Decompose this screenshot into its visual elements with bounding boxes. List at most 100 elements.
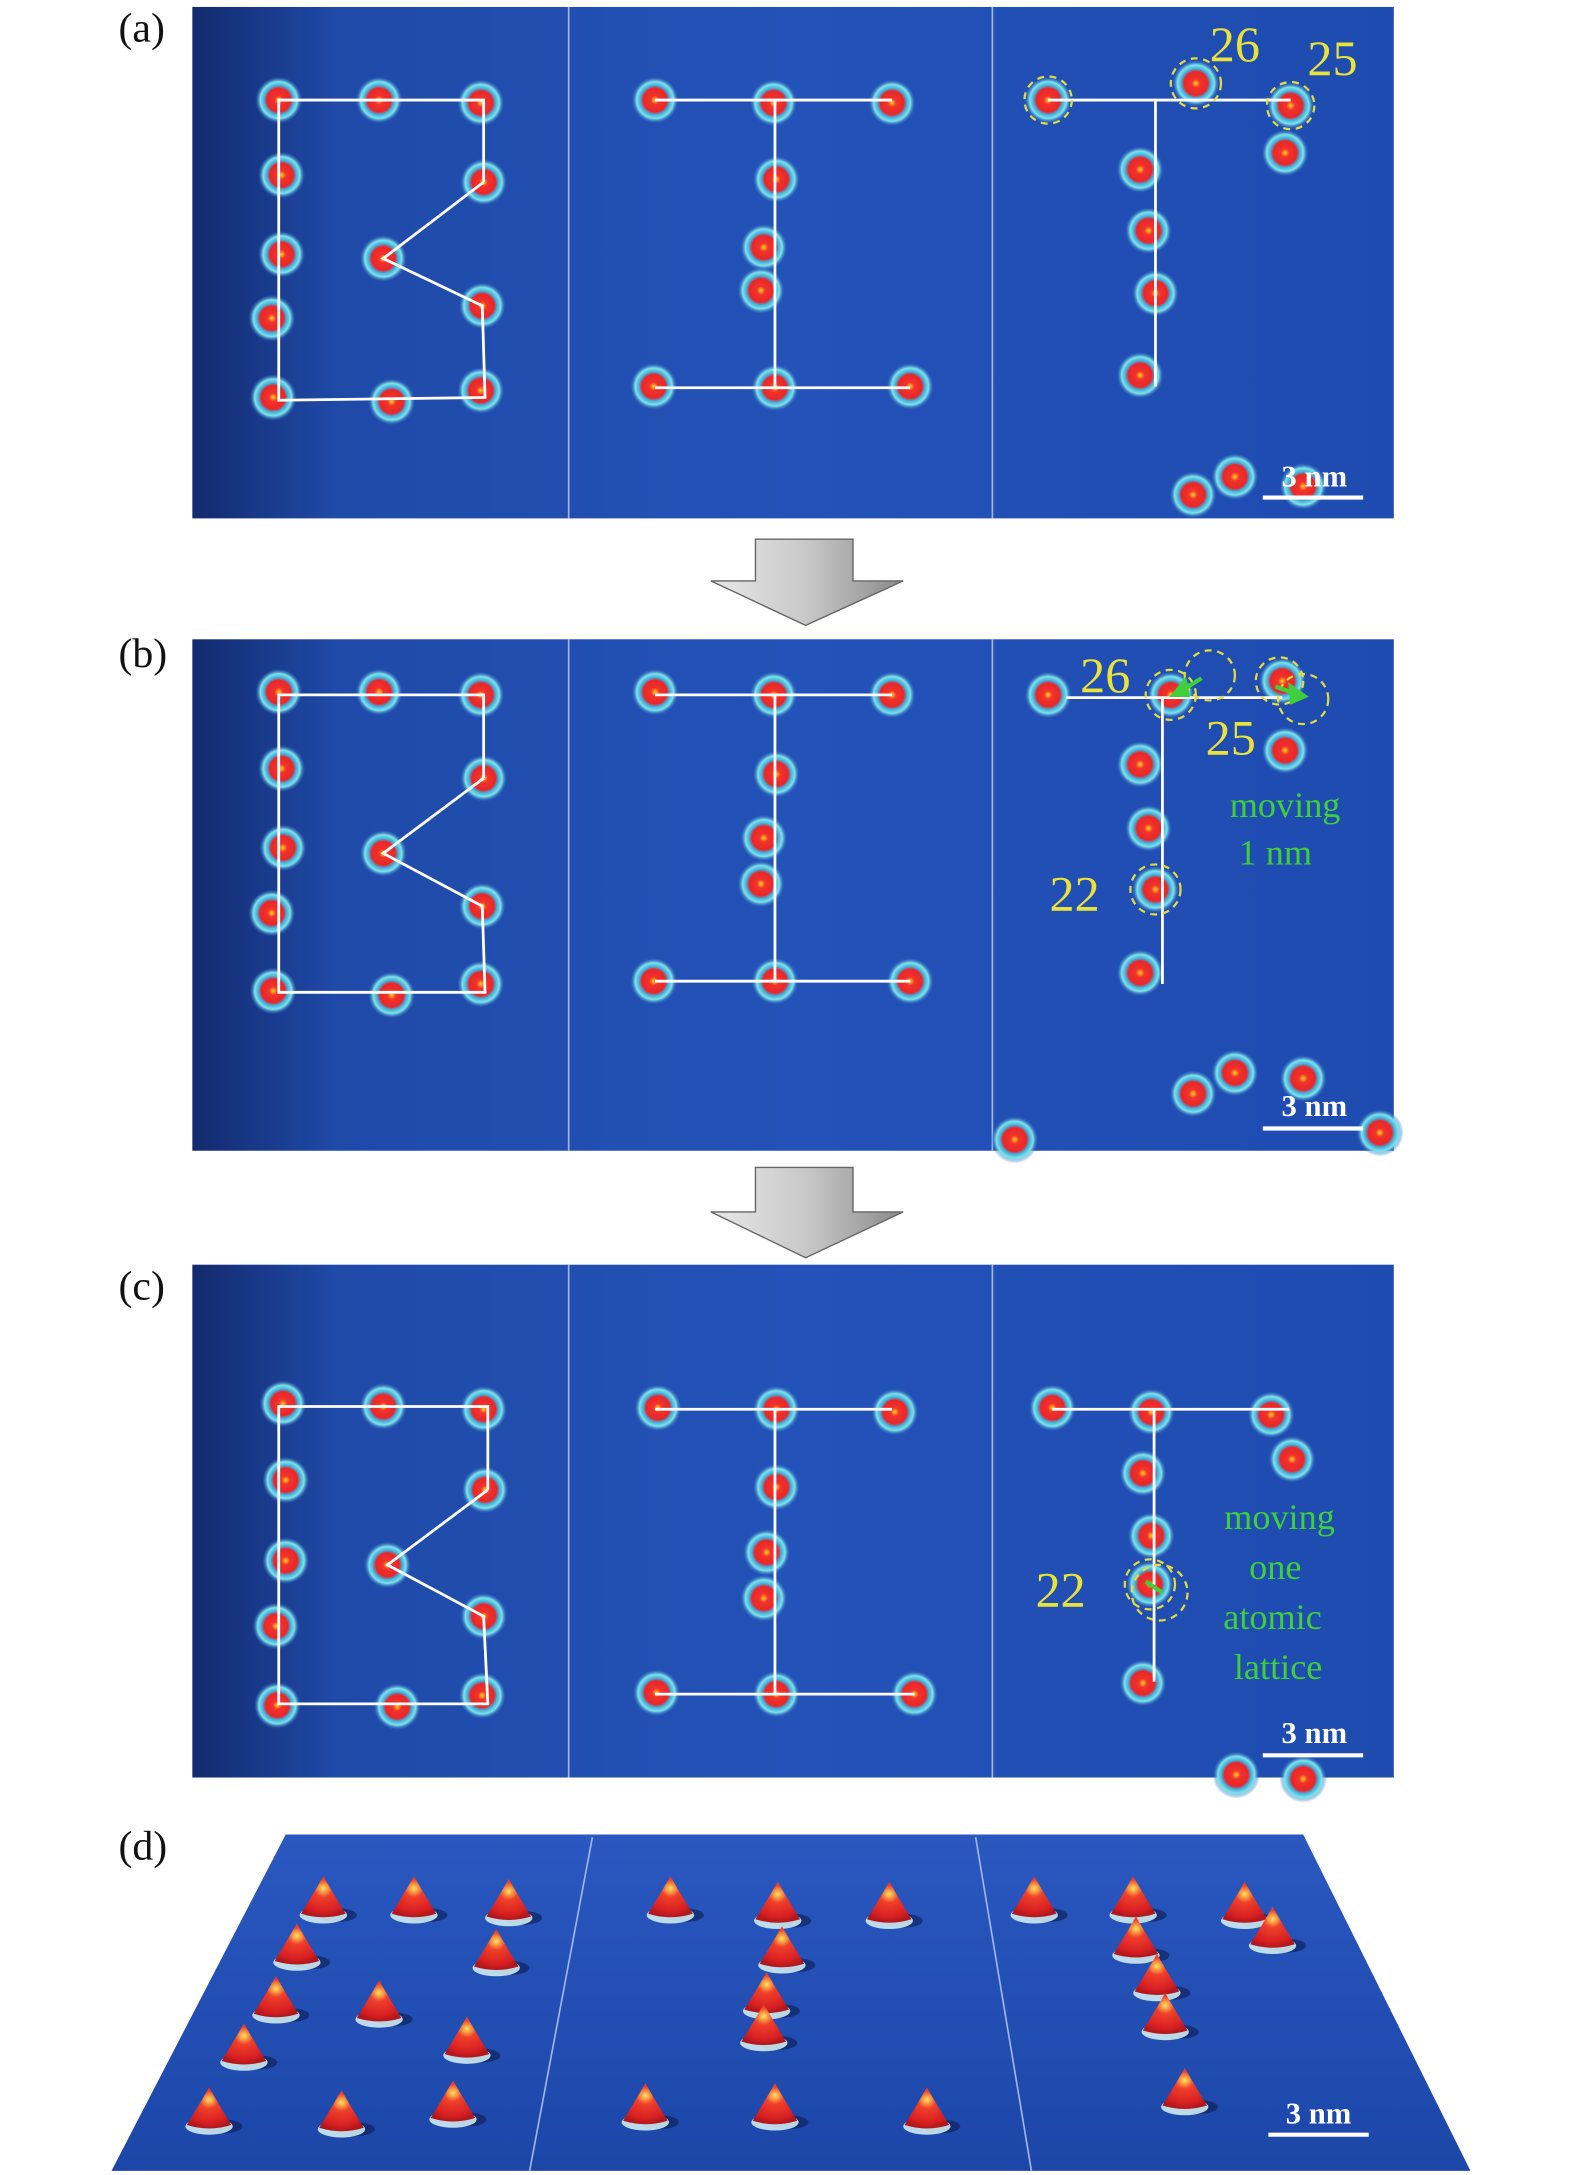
- atom: [1127, 1388, 1175, 1436]
- down-arrow-icon: [710, 538, 904, 627]
- atom-3d: [742, 1972, 801, 2020]
- atoms-layer: [185, 59, 1404, 2138]
- move-arrow-icons: [1144, 676, 1309, 1595]
- atom: [459, 1385, 508, 1433]
- annotation-moving: moving: [1224, 1497, 1335, 1537]
- atom: [740, 1574, 788, 1622]
- atom-3d: [185, 2087, 243, 2135]
- panel-label-c: (c): [118, 1263, 164, 1309]
- atom: [457, 960, 505, 1008]
- atom: [257, 230, 306, 278]
- atom: [1116, 351, 1164, 399]
- svg-text:3 nm: 3 nm: [1282, 1089, 1348, 1123]
- annotation-moving: moving: [1230, 785, 1341, 825]
- atom-3d: [1161, 2067, 1219, 2116]
- letter-guide-lines: [277, 98, 1291, 1706]
- atom-3d: [355, 1980, 413, 2028]
- atom-label-22: 22: [1050, 865, 1100, 921]
- atom: [630, 957, 678, 1005]
- down-arrow-icon: [710, 1166, 904, 1259]
- atom-3d: [751, 2083, 809, 2131]
- atom: [248, 889, 296, 937]
- atom: [1131, 865, 1180, 914]
- atom: [1211, 453, 1259, 501]
- atom: [248, 294, 296, 342]
- atom-3d: [485, 1878, 543, 1927]
- svg-text:3 nm: 3 nm: [1282, 1716, 1348, 1750]
- svg-text:3 nm: 3 nm: [1282, 459, 1348, 493]
- atom: [262, 1456, 310, 1504]
- atom: [367, 378, 416, 426]
- atom: [1261, 129, 1309, 177]
- atom-3d: [429, 2080, 487, 2128]
- atom: [1247, 1391, 1295, 1439]
- atom: [742, 1528, 791, 1577]
- atom-3d: [1010, 1876, 1068, 1924]
- atom: [1169, 471, 1217, 519]
- annotation-atomic: atomic: [1223, 1597, 1322, 1637]
- scale-bar-b: 3 nm: [1262, 1089, 1364, 1131]
- atom: [367, 971, 416, 1019]
- atom-3d: [299, 1876, 357, 1924]
- atom-label-25: 25: [1307, 30, 1357, 86]
- atom: [990, 1115, 1039, 1164]
- atom-3d: [758, 1926, 816, 1974]
- atom-label-26: 26: [1080, 647, 1130, 703]
- atom: [1261, 726, 1309, 775]
- atom: [1124, 207, 1173, 255]
- atom: [737, 860, 785, 908]
- atom-3d: [1141, 1992, 1199, 2041]
- atom: [257, 151, 306, 199]
- atom: [461, 1466, 509, 1514]
- atom: [740, 223, 788, 272]
- atom-3d: [646, 1876, 704, 1924]
- atom: [458, 1671, 506, 1720]
- atom-label-22: 22: [1036, 1562, 1086, 1618]
- atom: [252, 1602, 300, 1650]
- atom-3d: [472, 1929, 530, 1977]
- atom: [1268, 1435, 1316, 1483]
- atom-3d: [754, 1881, 812, 1930]
- panel-dividers: [528, 6, 1033, 2171]
- atom-3d: [443, 2016, 501, 2064]
- atom-label-26: 26: [1210, 16, 1260, 72]
- atom-3d: [317, 2090, 375, 2138]
- atom: [1116, 949, 1164, 997]
- atom-label-25: 25: [1206, 710, 1256, 766]
- atom: [257, 744, 306, 793]
- scale-bar-c: 3 nm: [1262, 1716, 1364, 1758]
- annotation-1nm: 1 nm: [1239, 832, 1312, 872]
- atom-3d: [865, 1881, 923, 1930]
- atom: [1024, 671, 1072, 719]
- atom-3d: [1248, 1906, 1306, 1955]
- panel-label-a: (a): [118, 6, 164, 52]
- atom: [1279, 1054, 1327, 1103]
- atom: [1172, 59, 1220, 108]
- annotation-lattice: lattice: [1234, 1647, 1323, 1687]
- atom: [255, 668, 303, 716]
- panel-label-d: (d): [118, 1824, 167, 1870]
- atom-3d: [390, 1876, 448, 1924]
- panel-b-image: [192, 639, 1394, 1151]
- atom: [1279, 1755, 1327, 1803]
- scale-bar-a: 3 nm: [1262, 459, 1364, 500]
- atom-3d: [1133, 1954, 1191, 2002]
- atom: [871, 1388, 919, 1436]
- atom: [1116, 145, 1164, 194]
- atom: [1124, 804, 1173, 852]
- atom: [457, 79, 505, 127]
- svg-text:3 nm: 3 nm: [1286, 2097, 1352, 2131]
- atom-3d: [903, 2087, 961, 2135]
- atom-3d: [740, 2004, 798, 2052]
- atom: [1212, 1751, 1260, 1799]
- atom: [249, 373, 297, 422]
- atom: [249, 967, 297, 1015]
- atom: [1127, 1512, 1175, 1560]
- atom: [259, 824, 307, 872]
- atom-3d: [1112, 1916, 1170, 1964]
- atom: [740, 814, 788, 862]
- atom: [631, 668, 679, 716]
- atom: [373, 1683, 421, 1731]
- atom-3d: [252, 1976, 310, 2024]
